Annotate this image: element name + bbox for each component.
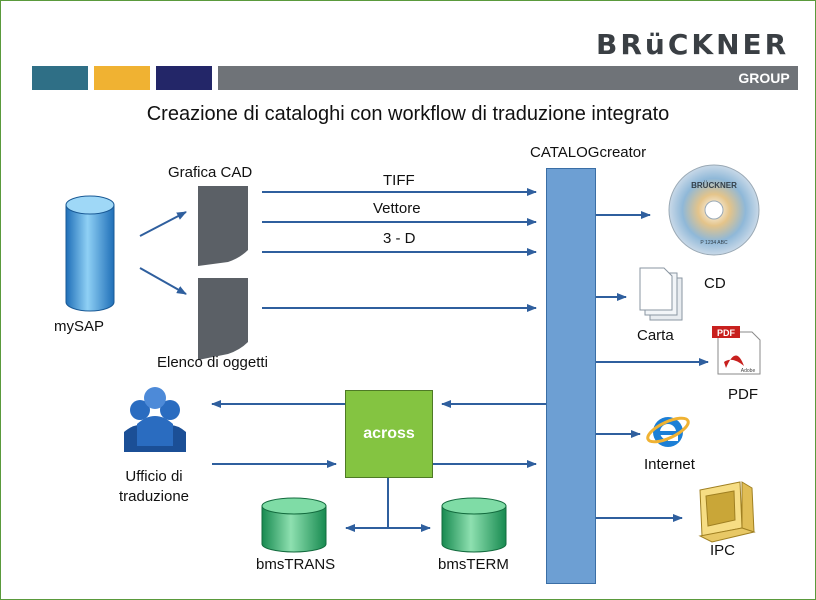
ufficio-label-line2: traduzione [118, 488, 190, 505]
internet-label: Internet [644, 456, 695, 473]
cad-document-icon [198, 186, 248, 266]
cd-code-text: P 1234 ABC [700, 240, 728, 246]
catalog-creator-label: CATALOGcreator [530, 144, 647, 161]
ufficio-label-line1: Ufficio di [125, 468, 183, 485]
translators-people-icon [124, 387, 186, 452]
vettore-label: Vettore [373, 200, 421, 217]
pdf-badge-text: PDF [717, 328, 736, 338]
elenco-oggetti-label: Elenco di oggetti [157, 354, 268, 371]
cd-label: CD [704, 275, 726, 292]
carta-label: Carta [637, 327, 674, 344]
brueckner-logo: BRüCKNER [596, 28, 790, 61]
ipc-computer-icon [698, 481, 756, 543]
bmsterm-label: bmsTERM [438, 556, 509, 573]
across-box: across [345, 390, 433, 478]
bmstrans-database-icon [261, 497, 327, 553]
color-bar-navy [156, 66, 212, 90]
cd-brand-text: BRÜCKNER [691, 181, 737, 190]
arrow-mysap-to-list [139, 267, 187, 295]
mysap-database-icon [65, 195, 115, 312]
page-title: Creazione di cataloghi con workflow di t… [146, 103, 670, 125]
paper-stack-icon [639, 267, 683, 321]
pdf-label: PDF [728, 386, 758, 403]
pdf-icon: PDF Adobe [712, 326, 761, 375]
three-d-label: 3 - D [383, 230, 416, 247]
catalog-creator-bar [546, 168, 596, 584]
ipc-label: IPC [710, 542, 736, 559]
color-bar-orange [94, 66, 150, 90]
tiff-label: TIFF [383, 172, 415, 189]
cd-icon: BRÜCKNER P 1234 ABC [668, 164, 760, 256]
grafica-cad-label: Grafica CAD [168, 164, 253, 181]
color-bar-grey [218, 66, 798, 90]
pdf-adobe-text: Adobe [741, 368, 756, 374]
group-label: GROUP [738, 70, 790, 86]
bmstrans-label: bmsTRANS [256, 556, 336, 573]
arrow-mysap-to-cad [139, 211, 187, 237]
list-document-icon [198, 278, 248, 360]
internet-explorer-icon [646, 416, 690, 447]
bmsterm-database-icon [441, 497, 507, 553]
mysap-label: mySAP [54, 318, 105, 335]
across-label: across [363, 425, 415, 442]
color-bar-teal [32, 66, 88, 90]
